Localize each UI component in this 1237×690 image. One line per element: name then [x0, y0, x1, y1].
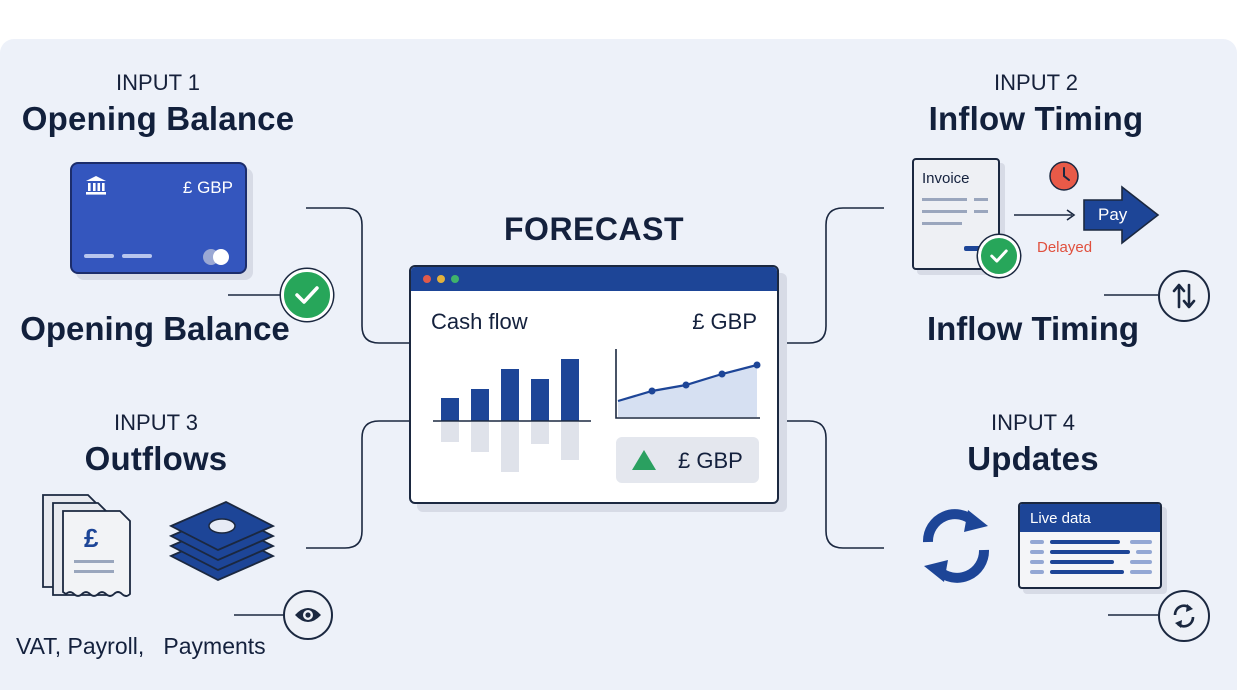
trend-point-1 — [648, 387, 656, 395]
tax-documents-icon: £ — [42, 494, 131, 597]
forecast-window: Cash flow £ GBP £ GBP — [409, 265, 779, 504]
clock-icon — [1049, 161, 1079, 191]
window-maximize-dot — [451, 275, 459, 283]
live-data-panel: Live data — [1018, 502, 1162, 589]
bar-shadow-4 — [531, 422, 549, 444]
bar-shadow-1 — [441, 422, 459, 442]
cash-flow-label: Cash flow — [431, 309, 528, 334]
invoice-check-icon — [978, 235, 1020, 277]
bar-shadow-3 — [501, 422, 519, 472]
input-3-kicker: INPUT 3 — [114, 410, 198, 435]
cash-flow-currency: £ GBP — [692, 309, 757, 334]
input-1-subtitle: Opening Balance — [20, 310, 290, 347]
cash-flow-trend-chart — [615, 349, 761, 419]
trend-area — [618, 365, 757, 417]
forecast-title: FORECAST — [504, 211, 684, 247]
bank-card: £ GBP — [70, 162, 247, 274]
input-2-subtitle: Inflow Timing — [926, 310, 1140, 347]
check-icon — [281, 269, 333, 321]
invoice-document: Invoice — [912, 158, 1000, 270]
trend-axes — [615, 349, 760, 419]
cash-flow-bar-chart — [433, 359, 591, 472]
up-down-arrows-icon[interactable] — [1158, 270, 1210, 322]
live-data-header: Live data — [1020, 504, 1160, 532]
trend-point-4 — [753, 361, 761, 369]
input-2-kicker: INPUT 2 — [994, 70, 1078, 95]
pay-label: Pay — [1098, 205, 1128, 224]
input-4-kicker: INPUT 4 — [991, 410, 1075, 435]
card-stripe — [84, 254, 152, 258]
trend-point-3 — [718, 370, 726, 378]
window-close-dot — [423, 275, 431, 283]
delayed-label: Delayed — [1037, 239, 1093, 256]
bar-shadow-2 — [471, 422, 489, 452]
trend-point-2 — [682, 381, 690, 389]
bar-4 — [531, 379, 549, 421]
input-1-kicker: INPUT 1 — [116, 70, 200, 95]
cash-stack-icon — [168, 501, 276, 581]
card-contactless-logo — [203, 249, 229, 265]
eye-icon[interactable] — [283, 590, 333, 640]
bar-1 — [441, 398, 459, 421]
refresh-small-icon[interactable] — [1158, 590, 1210, 642]
input-3-title: Outflows — [84, 440, 228, 477]
input-1-title: Opening Balance — [21, 100, 295, 137]
input-4-title: Updates — [967, 440, 1099, 477]
pay-arrow-icon — [1014, 185, 1160, 245]
invoice-label: Invoice — [922, 170, 970, 187]
window-minimize-dot — [437, 275, 445, 283]
bar-2 — [471, 389, 489, 421]
card-currency: £ GBP — [182, 178, 233, 197]
tax-document-symbol: £ — [84, 523, 99, 553]
refresh-icon — [923, 509, 989, 583]
growth-badge-label: £ GBP — [678, 448, 743, 473]
input-2-title: Inflow Timing — [928, 100, 1144, 137]
bar-3 — [501, 369, 519, 421]
bank-icon — [84, 174, 108, 201]
growth-badge: £ GBP — [616, 437, 759, 483]
window-titlebar — [411, 267, 777, 291]
bar-5 — [561, 359, 579, 421]
up-triangle-icon — [632, 450, 656, 470]
outflows-caption: VAT, Payroll, Payments — [16, 633, 266, 659]
bar-shadow-5 — [561, 422, 579, 460]
